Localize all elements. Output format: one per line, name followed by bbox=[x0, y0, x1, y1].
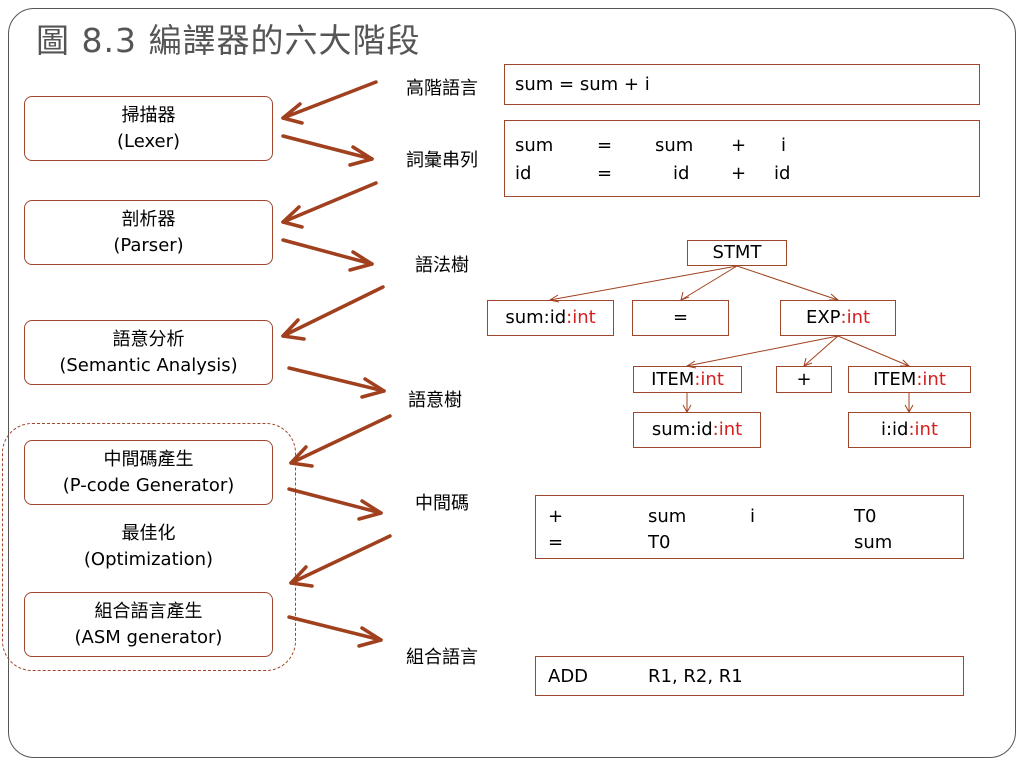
stage-semantic-name: 語意分析 bbox=[112, 328, 185, 350]
pcode-cell: sum bbox=[648, 506, 687, 527]
token-cell: i bbox=[781, 135, 787, 156]
stage-lexer-english: (Lexer) bbox=[116, 130, 181, 152]
tree-node-leaf-i-text: i:id bbox=[880, 419, 909, 440]
tree-node-item-left: ITEM:int bbox=[633, 366, 742, 393]
tree-edge-exp-item-left bbox=[685, 335, 839, 369]
token-cell: = bbox=[597, 135, 613, 156]
tree-edge-item-leaf-i bbox=[904, 393, 914, 414]
label-high-level-language: 高階語言 bbox=[406, 78, 478, 99]
stage-asm: 組合語言產生 (ASM generator) bbox=[24, 592, 273, 657]
source-code-box: sum = sum + i bbox=[504, 64, 980, 105]
stage-pcode-name: 中間碼產生 bbox=[103, 448, 194, 470]
tree-node-sum-type: :int bbox=[566, 307, 596, 328]
arrow-to-semantic bbox=[281, 285, 385, 341]
tree-node-plus: + bbox=[776, 366, 832, 393]
tree-edge-item-leaf-sum bbox=[682, 393, 692, 414]
label-intermediate-code: 中間碼 bbox=[415, 493, 469, 514]
token-cell: = bbox=[597, 163, 613, 184]
tree-edge-stmt-assign bbox=[680, 265, 738, 301]
pcode-cell: T0 bbox=[854, 506, 877, 527]
asm-box: ADD R1, R2, R1 bbox=[535, 656, 964, 696]
stage-parser: 剖析器 (Parser) bbox=[24, 200, 273, 265]
tree-node-item-left-type: :int bbox=[694, 369, 724, 390]
arrow-to-pcode bbox=[289, 414, 392, 468]
arrow-from-parser bbox=[281, 238, 374, 272]
stage-asm-english: (ASM generator) bbox=[74, 626, 223, 648]
token-cell: + bbox=[731, 135, 747, 156]
tree-node-leaf-sum-text: sum:id bbox=[651, 419, 713, 440]
tree-node-stmt: STMT bbox=[687, 240, 787, 266]
tree-edge-exp-plus bbox=[803, 335, 839, 367]
slide-frame bbox=[8, 8, 1016, 758]
stage-parser-name: 剖析器 bbox=[121, 208, 176, 230]
tree-node-leaf-i-type: :int bbox=[908, 419, 939, 440]
tree-node-leaf-sum-type: :int bbox=[712, 419, 743, 440]
token-cell: sum bbox=[515, 135, 554, 156]
label-assembly-language: 組合語言 bbox=[406, 647, 478, 668]
stage-optimization-name: 最佳化 bbox=[121, 523, 176, 544]
tree-node-leaf-i: i:id:int bbox=[848, 412, 971, 448]
pcode-cell: T0 bbox=[648, 532, 671, 553]
stage-lexer: 掃描器 (Lexer) bbox=[24, 96, 273, 161]
pcode-cell: = bbox=[548, 532, 564, 553]
token-cell: sum bbox=[655, 135, 694, 156]
pcode-box: + sum i T0 = T0 sum bbox=[535, 495, 964, 559]
token-cell: id bbox=[774, 163, 791, 184]
tree-edge-stmt-sum bbox=[548, 265, 738, 303]
backend-group-outline bbox=[2, 423, 296, 671]
token-cell: id bbox=[515, 163, 532, 184]
stage-lexer-name: 掃描器 bbox=[121, 104, 176, 126]
tree-node-item-right-type: :int bbox=[916, 369, 946, 390]
tree-node-sum-text: sum:id bbox=[505, 307, 567, 328]
arrow-from-semantic bbox=[287, 366, 386, 399]
label-syntax-tree: 語法樹 bbox=[415, 255, 469, 276]
arrow-to-parser bbox=[281, 181, 378, 229]
stage-pcode-english: (P-code Generator) bbox=[62, 474, 235, 496]
tree-edge-exp-item-right bbox=[837, 335, 911, 367]
label-semantic-tree: 語意樹 bbox=[408, 390, 462, 411]
source-code-text: sum = sum + i bbox=[515, 74, 650, 95]
stage-semantic: 語意分析 (Semantic Analysis) bbox=[24, 320, 273, 385]
tree-node-sum: sum:id:int bbox=[487, 300, 614, 336]
stage-semantic-english: (Semantic Analysis) bbox=[59, 354, 238, 376]
asm-opcode: ADD bbox=[548, 666, 589, 687]
asm-operands: R1, R2, R1 bbox=[648, 666, 743, 687]
tree-node-assign: = bbox=[632, 300, 729, 336]
stage-asm-name: 組合語言產生 bbox=[94, 600, 203, 622]
pcode-cell: + bbox=[548, 506, 564, 527]
arrow-from-pcode bbox=[287, 487, 383, 521]
tree-node-item-left-text: ITEM bbox=[651, 369, 695, 390]
tree-node-item-right-text: ITEM bbox=[873, 369, 917, 390]
stage-pcode: 中間碼產生 (P-code Generator) bbox=[24, 440, 273, 505]
token-cell: + bbox=[731, 163, 747, 184]
arrow-to-lexer bbox=[281, 80, 378, 125]
stage-optimization: 最佳化 (Optimization) bbox=[24, 518, 273, 576]
arrow-to-optimization bbox=[289, 534, 392, 588]
pcode-cell: sum bbox=[854, 532, 893, 553]
label-token-list: 詞彙串列 bbox=[406, 150, 478, 171]
arrow-from-asm bbox=[287, 615, 383, 648]
pcode-cell: i bbox=[750, 506, 756, 527]
arrow-from-lexer bbox=[281, 134, 374, 167]
tree-node-exp-type: :int bbox=[840, 307, 871, 328]
tree-edge-stmt-exp bbox=[736, 265, 840, 301]
token-cell: id bbox=[673, 163, 690, 184]
tree-node-exp-text: EXP bbox=[805, 307, 841, 328]
token-list-box: sum = sum + i id = id + id bbox=[504, 120, 980, 197]
tree-node-leaf-sum: sum:id:int bbox=[633, 412, 761, 448]
tree-node-item-right: ITEM:int bbox=[848, 366, 971, 393]
tree-node-exp: EXP:int bbox=[780, 300, 896, 336]
stage-parser-english: (Parser) bbox=[113, 234, 184, 256]
stage-optimization-english: (Optimization) bbox=[83, 549, 214, 570]
page-title: 圖 8.3 編譯器的六大階段 bbox=[36, 21, 421, 60]
